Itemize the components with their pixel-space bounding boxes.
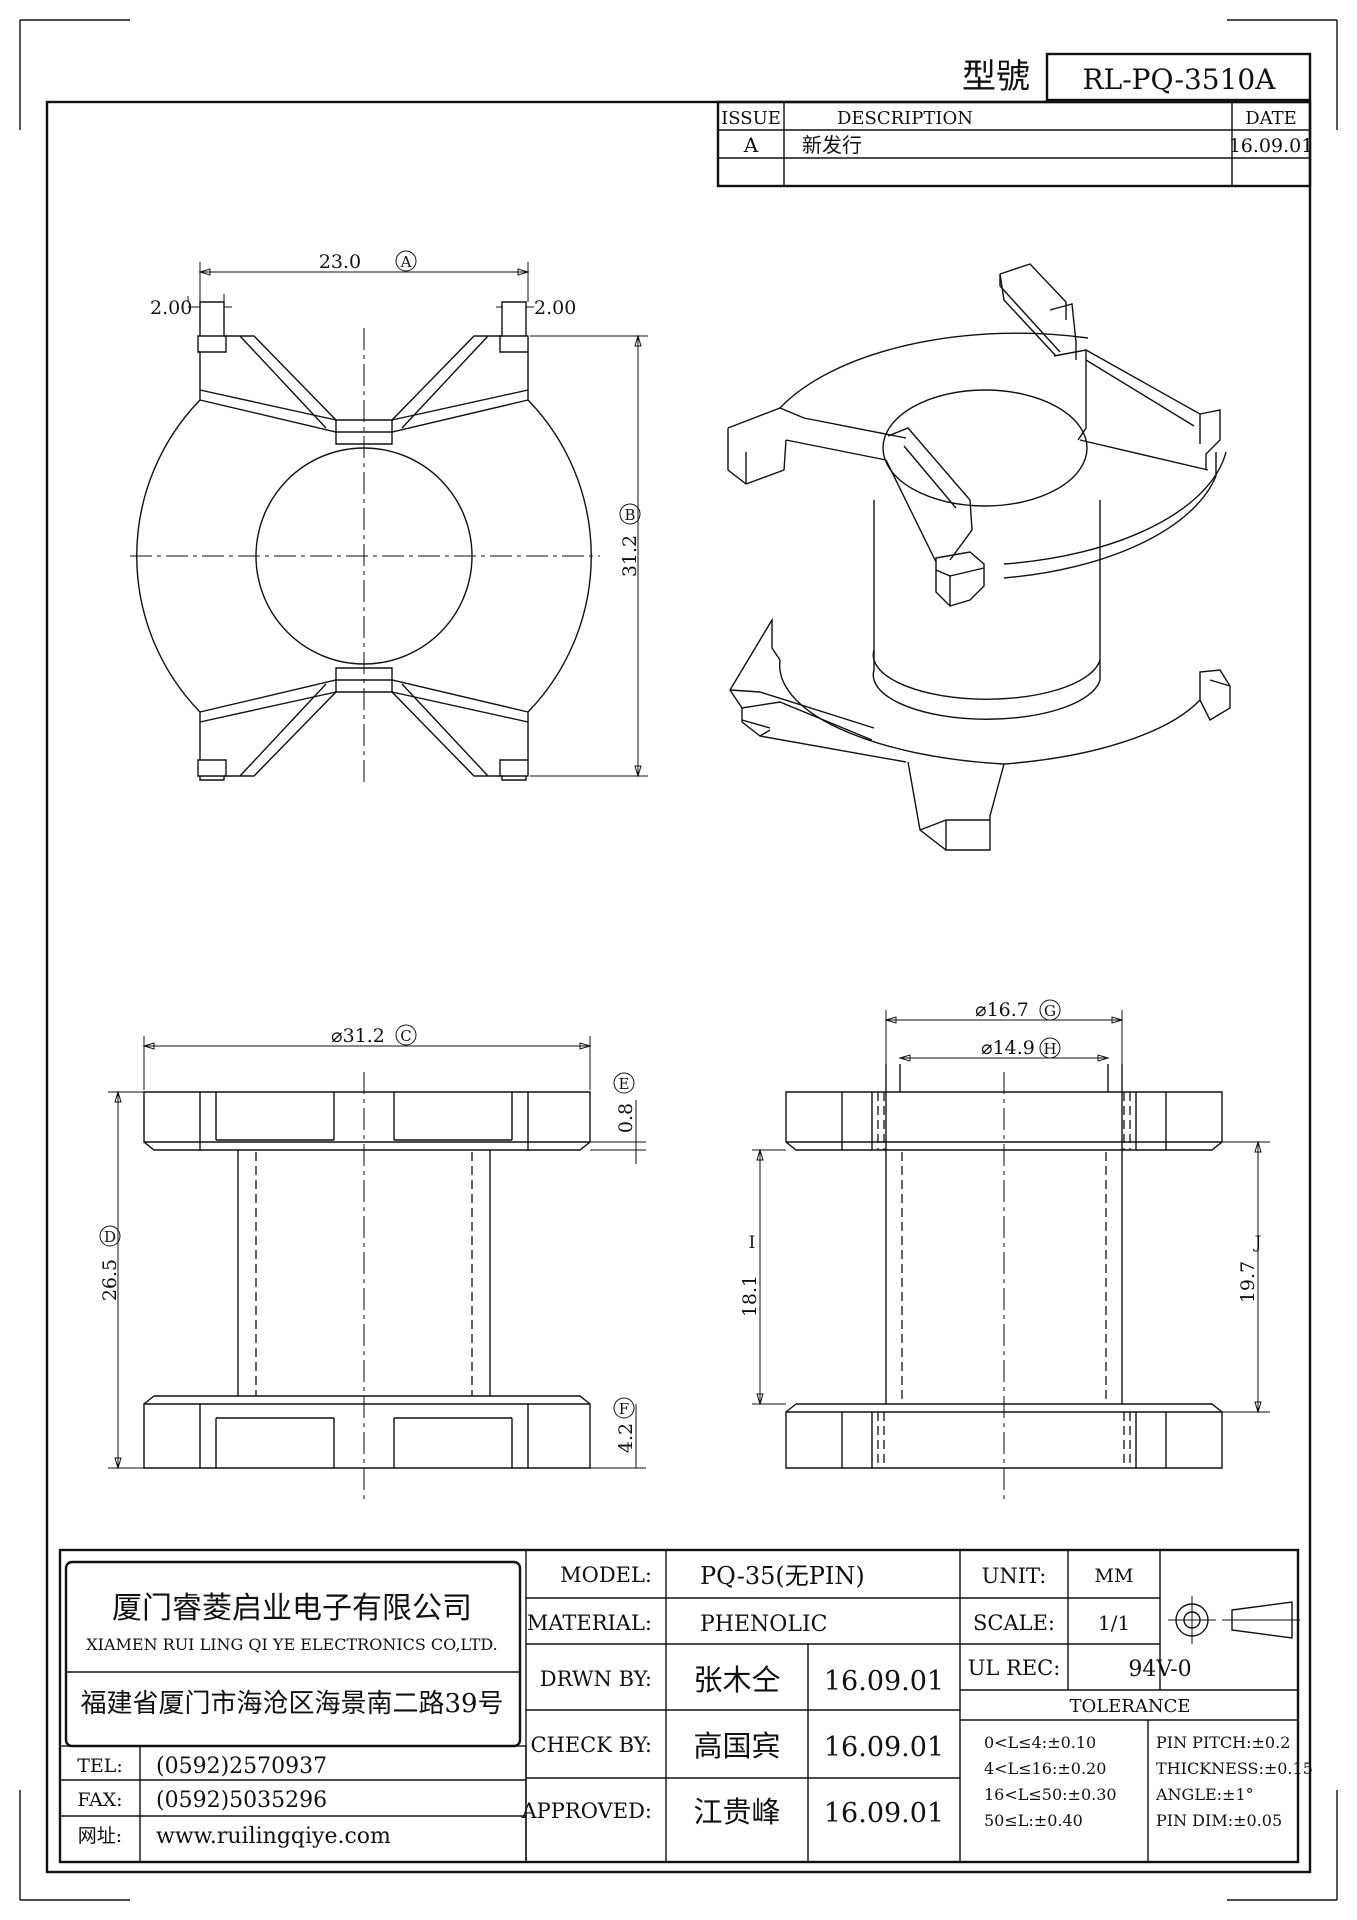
dim-j-value: 19.7 [1237, 1261, 1259, 1303]
rev-col-issue: ISSUE [721, 108, 781, 129]
dim-b-tag: B [624, 506, 635, 524]
dim-c-value: ⌀31.2 [331, 1025, 385, 1047]
tol-right-3: ANGLE:±1° [1155, 1785, 1254, 1804]
tel-label: TEL: [77, 1755, 123, 1777]
drawing-frame [45, 100, 1312, 1874]
dim-right-slot: 2.00 [534, 297, 576, 319]
tb-scale-label: SCALE: [973, 1611, 1055, 1635]
tb-check-by: 高国宾 [693, 1729, 780, 1763]
dim-c-tag: C [400, 1027, 411, 1045]
dim-g-value: ⌀16.7 [975, 999, 1029, 1021]
projection-symbol-icon [1168, 1596, 1300, 1644]
tol-right-1: PIN PITCH:±0.2 [1156, 1733, 1290, 1752]
tol-left-4: 50≤L:±0.40 [984, 1811, 1083, 1830]
dim-h-value: ⌀14.9 [981, 1037, 1035, 1059]
tb-approved-label: APPROVED: [521, 1799, 653, 1823]
model-header-label: 型號 [962, 57, 1030, 97]
tb-drawn-by: 张木仝 [693, 1663, 780, 1697]
tb-tolerance-label: TOLERANCE [1069, 1696, 1190, 1717]
tol-right-4: PIN DIM:±0.05 [1156, 1811, 1282, 1830]
side-view: ⌀16.7 G ⌀14.9 H I 18.1 J 19.7 [739, 999, 1270, 1500]
company-name-en: XIAMEN RUI LING QI YE ELECTRONICS CO,LTD… [86, 1635, 498, 1654]
title-block: 厦门睿菱启业电子有限公司 XIAMEN RUI LING QI YE ELECT… [58, 1548, 1313, 1864]
tb-ul-value: 94V-0 [1128, 1657, 1191, 1682]
dim-left-slot: 2.00 [150, 297, 192, 319]
tb-check-label: CHECK BY: [530, 1733, 652, 1757]
company-name-cn: 厦门睿菱启业电子有限公司 [112, 1591, 472, 1626]
corner-marks [19, 19, 1338, 1901]
dim-a-value: 23.0 [319, 251, 361, 273]
fax-value: (0592)5035296 [156, 1788, 327, 1813]
dim-a-tag: A [400, 253, 412, 271]
tb-approved-by: 江贵峰 [693, 1795, 780, 1829]
model-header: 型號 RL-PQ-3510A [962, 52, 1312, 102]
tb-model-value: PQ-35(无PIN) [700, 1562, 865, 1590]
dim-e-value: 0.8 [615, 1103, 637, 1133]
dim-h-tag: H [1043, 1040, 1056, 1058]
isometric-view [727, 263, 1231, 851]
rev-col-description: DESCRIPTION [837, 108, 973, 129]
tb-drawn-label: DRWN BY: [540, 1667, 652, 1691]
tol-right-2: THICKNESS:±0.15 [1156, 1759, 1313, 1778]
dim-j-tag: J [1253, 1233, 1262, 1253]
tb-scale-value: 1/1 [1098, 1611, 1130, 1635]
tb-unit-value: MM [1095, 1565, 1134, 1587]
rev-row-date: 16.09.01 [1229, 135, 1314, 157]
revision-table: ISSUE DESCRIPTION DATE A 新发行 16.09.01 [716, 100, 1314, 188]
dim-g-tag: G [1044, 1002, 1056, 1020]
tb-material-label: MATERIAL: [527, 1611, 652, 1635]
company-address: 福建省厦门市海沧区海景南二路39号 [80, 1689, 503, 1719]
front-view: ⌀31.2 C D 26.5 E 0.8 F 4.2 [99, 1024, 646, 1500]
dim-d-value: 26.5 [99, 1259, 121, 1301]
dim-d-tag: D [104, 1228, 116, 1246]
dim-i-tag: I [749, 1233, 756, 1253]
tol-left-3: 16<L≤50:±0.30 [984, 1785, 1117, 1804]
tel-value: (0592)2570937 [156, 1754, 327, 1779]
tb-unit-label: UNIT: [982, 1564, 1047, 1588]
rev-row-description: 新发行 [802, 133, 862, 157]
model-header-value: RL-PQ-3510A [1083, 63, 1277, 96]
tol-left-2: 4<L≤16:±0.20 [984, 1759, 1106, 1778]
tb-drawn-date: 16.09.01 [824, 1666, 944, 1697]
tol-left-1: 0<L≤4:±0.10 [984, 1733, 1096, 1752]
web-label: 网址: [78, 1825, 122, 1847]
rev-row-issue: A [743, 133, 759, 157]
dim-i-value: 18.1 [739, 1275, 761, 1317]
tb-ul-label: UL REC: [968, 1656, 1061, 1680]
tb-check-date: 16.09.01 [824, 1732, 944, 1763]
top-view: 23.0 A 2.00 2.00 B 31.2 [130, 250, 648, 786]
dim-f-tag: F [619, 1400, 629, 1418]
dim-e-tag: E [619, 1075, 630, 1093]
tb-material-value: PHENOLIC [700, 1612, 827, 1637]
rev-col-date: DATE [1245, 108, 1297, 129]
tb-model-label: MODEL: [560, 1563, 652, 1587]
dim-f-value: 4.2 [615, 1423, 637, 1453]
fax-label: FAX: [77, 1789, 122, 1811]
tb-approved-date: 16.09.01 [824, 1798, 944, 1829]
web-value: www.ruilingqiye.com [156, 1824, 391, 1849]
dim-b-value: 31.2 [619, 535, 641, 577]
